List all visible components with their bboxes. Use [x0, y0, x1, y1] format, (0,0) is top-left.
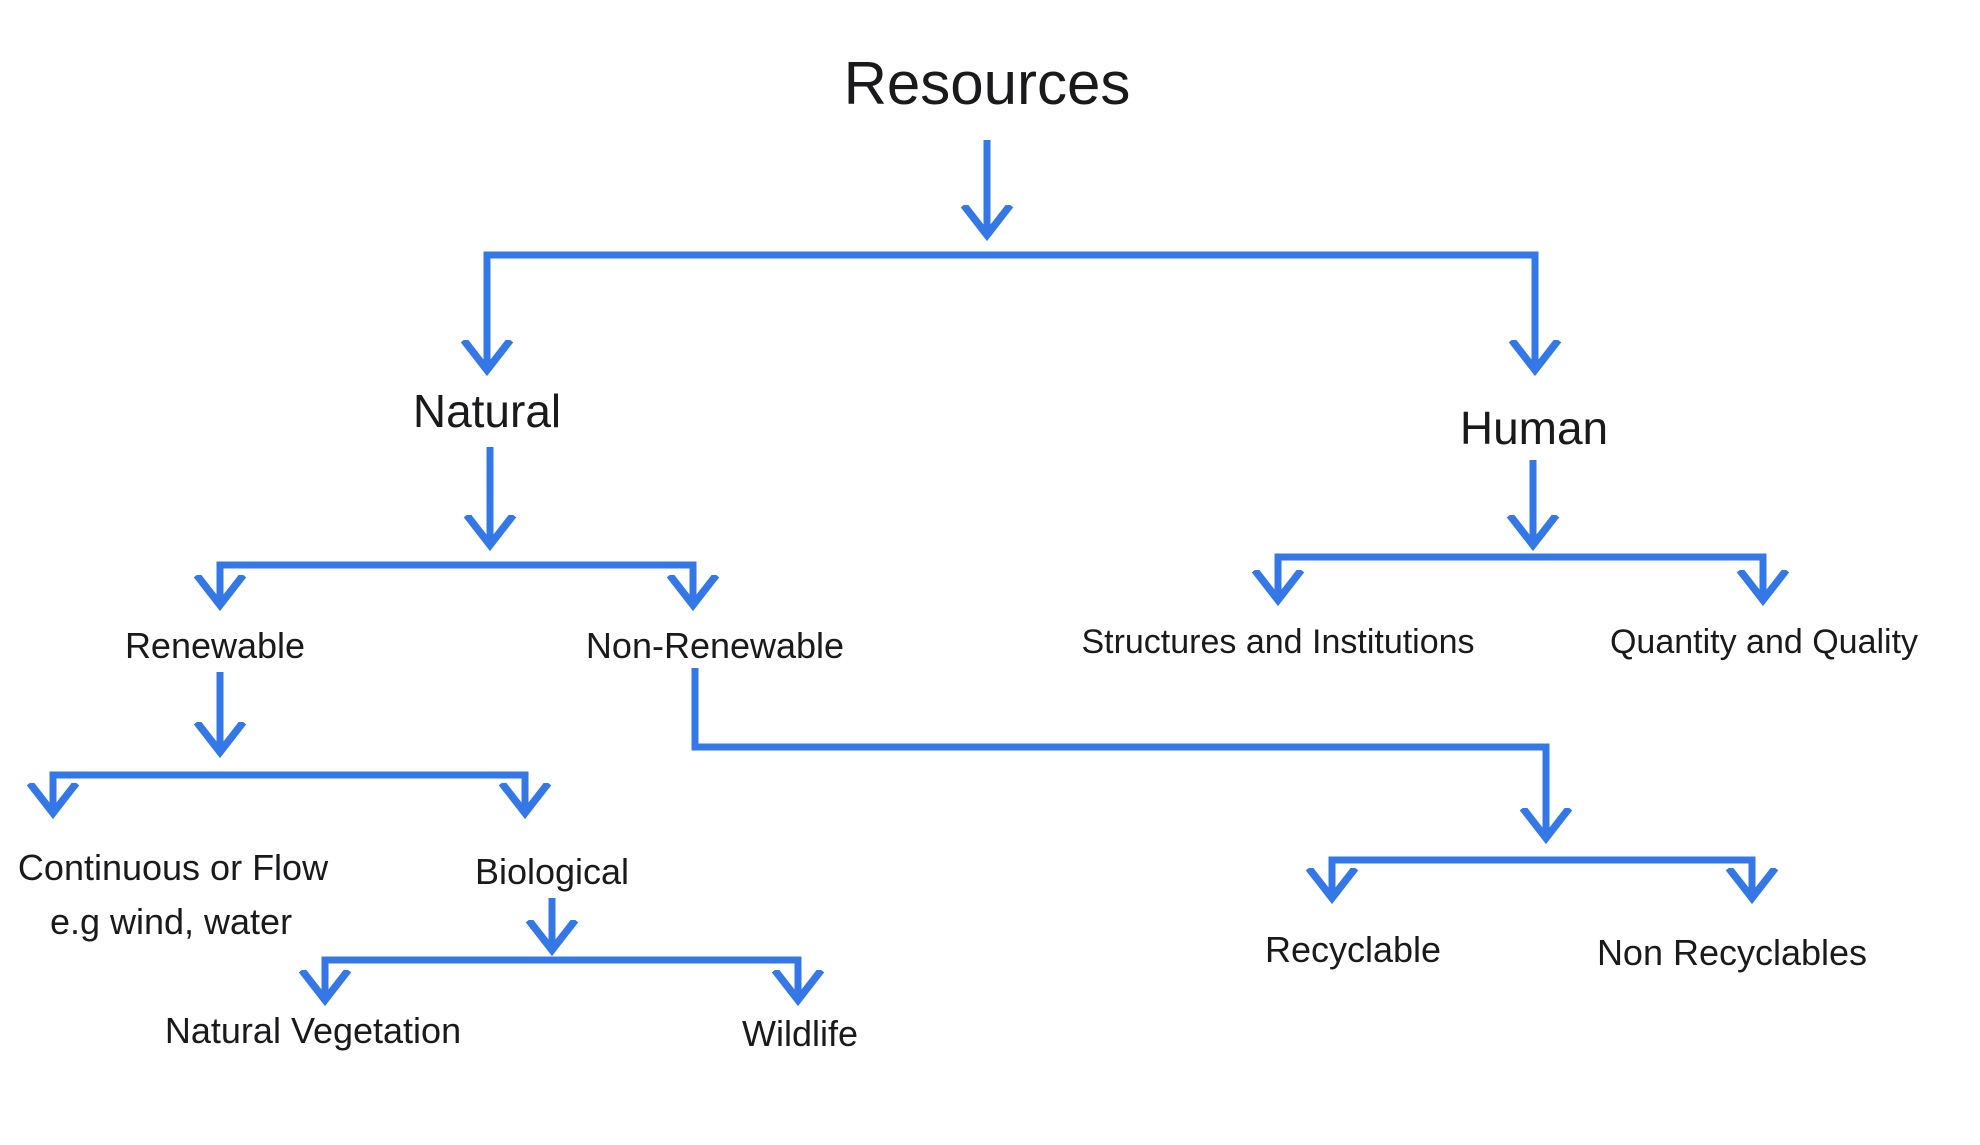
node-resources: Resources	[843, 50, 1131, 117]
node-non-recyclables: Non Recyclables	[1596, 932, 1868, 973]
node-natural-vegetation: Natural Vegetation	[164, 1010, 462, 1051]
node-continuous-or-flow: Continuous or Flow	[17, 847, 329, 888]
node-quantity-and-quality: Quantity and Quality	[1609, 623, 1919, 661]
bracket-biological-children	[321, 956, 798, 1000]
bracket-resources-children	[483, 251, 1535, 370]
node-recyclable: Recyclable	[1264, 929, 1442, 970]
bracket-natural-children	[216, 561, 693, 605]
node-structures-and-institutions: Structures and Institutions	[1081, 623, 1475, 661]
node-non-renewable: Non-Renewable	[585, 625, 845, 666]
node-renewable: Renewable	[124, 625, 306, 666]
elbow-non-renewable-children	[691, 668, 1546, 838]
node-wildlife: Wildlife	[741, 1013, 859, 1054]
node-human: Human	[1459, 402, 1609, 454]
node-natural: Natural	[412, 385, 562, 437]
node-continuous-or-flow-example: e.g wind, water	[49, 901, 293, 942]
node-biological: Biological	[474, 851, 630, 892]
bracket-human-children	[1274, 553, 1763, 600]
bracket-renewable-children	[49, 771, 525, 813]
bracket-non-renewable-children	[1328, 856, 1752, 898]
